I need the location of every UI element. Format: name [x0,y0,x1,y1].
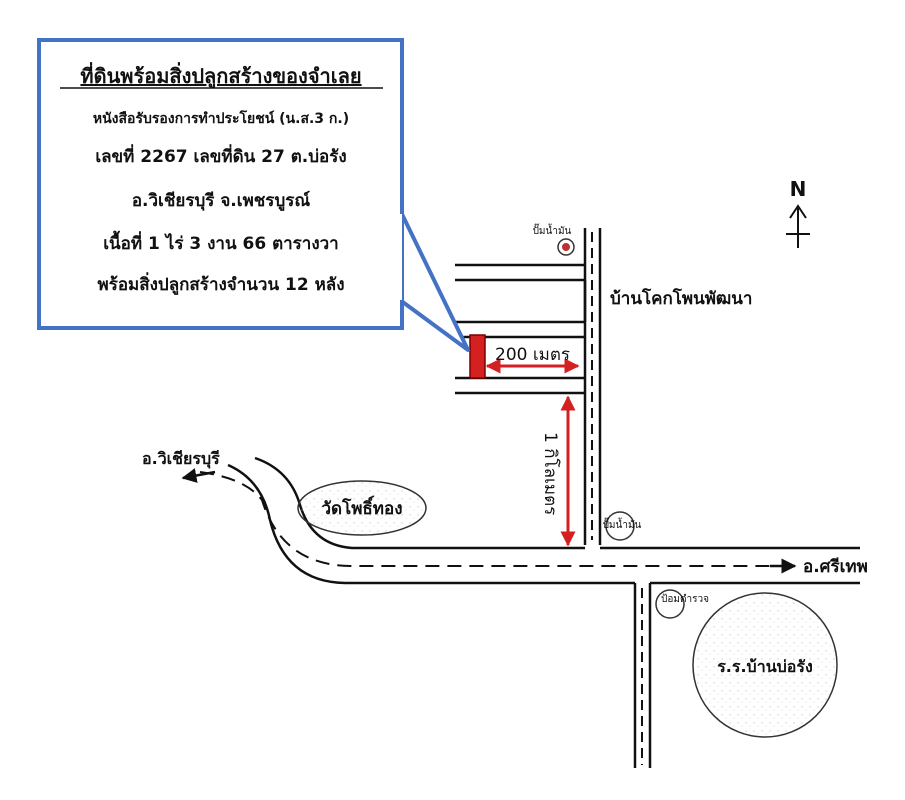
callout-line-5: พร้อมสิ่งปลูกสร้างจำนวน 12 หลัง [98,272,345,296]
police-box[interactable]: ป้อมตำรวจ [655,589,709,619]
gas-station-top[interactable]: ปั๊มน้ำมัน [533,223,575,256]
distance-1km-label: 1 กิโลเมตร [540,432,561,515]
wat-pho-thong-label: วัดโพธิ์ทอง [321,495,402,519]
callout-line-4: เนื้อที่ 1 ไร่ 3 งาน 66 ตารางวา [103,230,338,254]
to-wichian-buri-arrow [181,468,216,483]
gas-station-top-dot [562,243,570,251]
school-area[interactable] [692,592,838,738]
callout-line-2: เลขที่ 2267 เลขที่ดิน 27 ต.บ่อรัง [95,144,346,167]
to-si-thep-label: อ.ศรีเทพ [803,556,868,577]
road-network [199,228,860,768]
callout-title: ที่ดินพร้อมสิ่งปลูกสร้างของจำเลย [80,61,361,90]
callout-pointer-cover [396,214,402,300]
callout-line-1: หนังสือรับรองการทำประโยชน์ (น.ส.3 ก.) [93,109,349,127]
property-plot-marker[interactable] [469,334,486,379]
village-label: บ้านโคกโพนพัฒนา [610,288,752,309]
main-road-south-edge [227,463,860,585]
north-label: N [790,177,807,201]
north-arrow: N [786,177,810,248]
gas-station-junction[interactable]: ปั๊มน้ำมัน [603,511,642,541]
gas-station-junction-label: ปั๊มน้ำมัน [603,517,642,531]
police-box-label: ป้อมตำรวจ [661,593,709,605]
distance-200m-label: 200 เมตร [495,345,570,365]
to-wichian-buri-label: อ.วิเชียรบุรี [142,449,220,469]
school-label: ร.ร.บ้านบ่อรัง [717,657,813,676]
main-road-center-dash [199,471,770,567]
north-arrow-head [789,204,807,219]
gas-station-top-label: ปั๊มน้ำมัน [533,223,572,237]
callout-line-3: อ.วิเชียรบุรี จ.เพชรบูรณ์ [132,190,311,212]
police-box-icon [655,589,685,619]
wat-pho-thong-area[interactable] [297,480,427,536]
gas-station-junction-icon [605,511,635,541]
